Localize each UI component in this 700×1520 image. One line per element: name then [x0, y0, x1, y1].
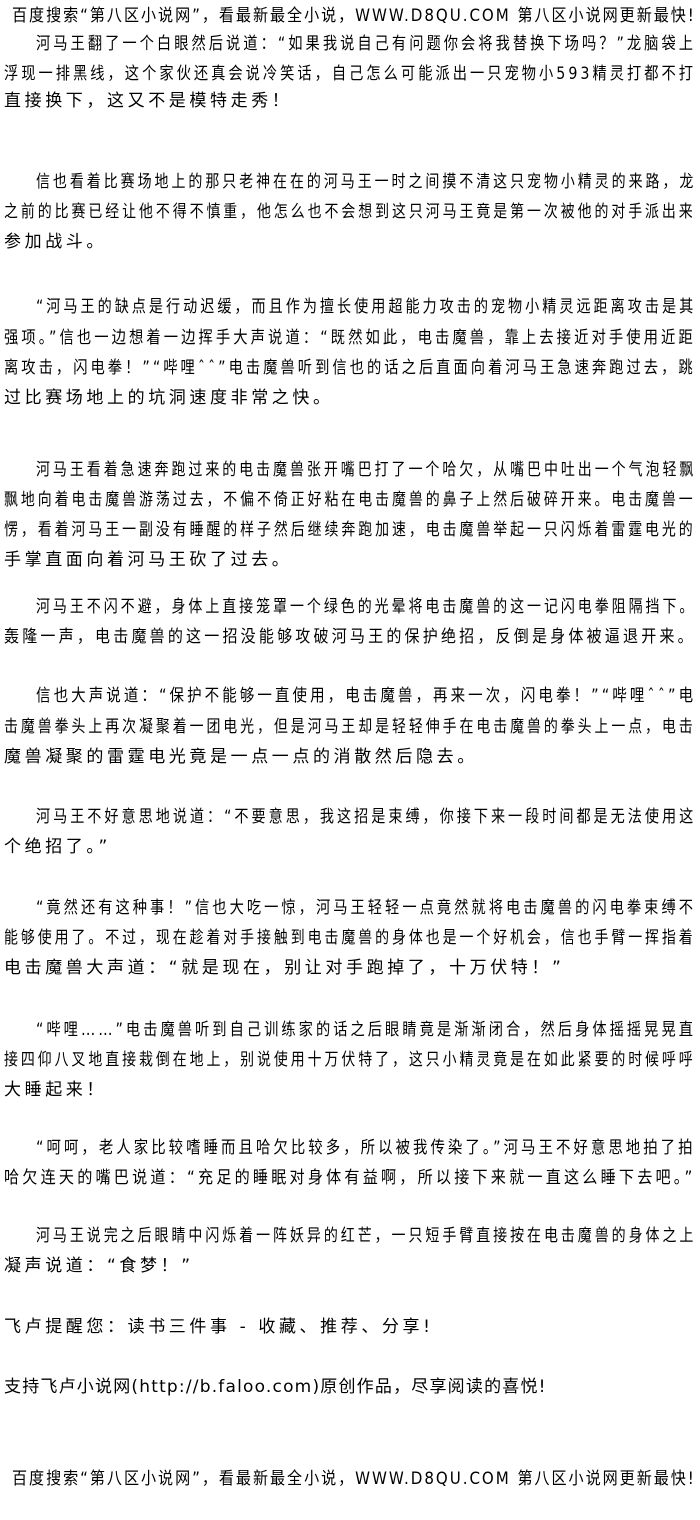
paragraph-line: “竟然还有这种事！”信也大吃一惊，河马王轻轻一点竟然就将电击魔兽的闪电拳束缚不: [36, 898, 697, 918]
paragraph-line: 信也看着比赛场地上的那只老神在在的河马王一时之间摸不清这只宠物小精灵的来路，龙: [36, 172, 697, 192]
paragraph-line: “哔哩……”电击魔兽听到自己训练家的话之后眼睛竟是渐渐闭合，然后身体摇摇晃晃直: [36, 1020, 697, 1040]
paragraph-line: 河马王翻了一个白眼然后说道：“如果我说自己有问题你会将我替换下场吗？”龙脑袋上: [36, 34, 697, 54]
paragraph-line: 浮现一排黑线，这个家伙还真会说冷笑话，自己怎么可能派出一只宠物小593精灵打都不…: [4, 64, 697, 84]
paragraph-line: 之前的比赛已经让他不得不慎重，他怎么也不会想到这只河马王竟是第一次被他的对手派出…: [4, 202, 696, 222]
banner-top: 百度搜索“第八区小说网”，看最新最全小说，WWW.D8QU.COM 第八区小说网…: [12, 6, 696, 26]
paragraph-line: 凝声说道：“食梦！”: [4, 1256, 194, 1276]
paragraph-line: 愣，看着河马王一副没有睡醒的样子然后继续奔跑加速，电击魔兽举起一只闪烁着雷霆电光…: [4, 520, 696, 540]
paragraph-line: 信也大声说道：“保护不能够一直使用，电击魔兽，再来一次，闪电拳！”“哔哩ˆˆ”电: [36, 686, 697, 706]
paragraph-line: 飘地向着电击魔兽游荡过去，不偏不倚正好粘在电击魔兽的鼻子上然后破碎开来。电击魔兽…: [4, 490, 696, 510]
paragraph-line: 河马王不好意思地说道：“不要意思，我这招是束缚，你接下来一段时间都是无法使用这: [36, 807, 697, 827]
paragraph-line: 离攻击，闪电拳！”“哔哩ˆˆ”电击魔兽听到信也的话之后直面向着河马王急速奔跑过去…: [4, 358, 696, 378]
paragraph-line: 能够使用了。不过，现在趁着对手接触到电击魔兽的身体也是一个好机会，信也手臂一挥指…: [4, 928, 696, 948]
paragraph-line: 强项。”信也一边想着一边挥手大声说道：“既然如此，电击魔兽，靠上去接近对手使用近…: [4, 328, 696, 348]
paragraph-line: 击魔兽拳头上再次凝聚着一团电光，但是河马王却是轻轻伸手在电击魔兽的拳头上一点，电…: [4, 717, 696, 737]
paragraph-line: 过比赛场地上的坑洞速度非常之快。: [4, 388, 334, 408]
paragraph-line: “呵呵，老人家比较嗜睡而且哈欠比较多，所以被我传染了。”河马王不好意思地拍了拍: [36, 1138, 696, 1158]
paragraph-line: 魔兽凝聚的雷霆电光竟是一点一点的消散然后隐去。: [4, 747, 478, 767]
paragraph-line: 河马王看着急速奔跑过来的电击魔兽张开嘴巴打了一个哈欠，从嘴巴中吐出一个气泡轻飘: [36, 460, 697, 480]
paragraph-line: 大睡起来！: [4, 1080, 107, 1100]
paragraph-line: 手掌直面向着河马王砍了过去。: [4, 550, 293, 570]
paragraph-line: “河马王的缺点是行动迟缓，而且作为擅长使用超能力攻击的宠物小精灵远距离攻击是其: [36, 297, 697, 317]
paragraph-line: 参加战斗。: [4, 232, 107, 252]
paragraph-line: 轰隆一声，电击魔兽的这一招没能够攻破河马王的保护绝招，反倒是身体被逼退开来。: [4, 627, 696, 647]
banner-bottom: 百度搜索“第八区小说网”，看最新最全小说，WWW.D8QU.COM 第八区小说网…: [12, 1469, 696, 1489]
paragraph-line: 哈欠连天的嘴巴说道：“充足的睡眠对身体有益啊，所以接下来就一直这么睡下去吧。”: [4, 1168, 696, 1188]
paragraph-line: 河马王说完之后眼睛中闪烁着一阵妖异的红芒，一只短手臂直接按在电击魔兽的身体之上: [36, 1226, 697, 1246]
paragraph-line: 河马王不闪不避，身体上直接笼罩一个绿色的光晕将电击魔兽的这一记闪电拳阻隔挡下。: [36, 597, 697, 617]
paragraph-line: 接四仰八叉地直接栽倒在地上，别说使用十万伏特了，这只小精灵竟是在如此紧要的时候呼…: [4, 1050, 696, 1070]
paragraph-line: 电击魔兽大声道：“就是现在，别让对手跑掉了，十万伏特！”: [4, 958, 565, 978]
paragraph-line: 个绝招了。”: [4, 837, 111, 857]
notice-text: 飞卢提醒您：读书三件事 - 收藏、推荐、分享!: [4, 1317, 434, 1337]
support-text: 支持飞卢小说网(http://b.faloo.com)原创作品，尽享阅读的喜悦!: [4, 1377, 547, 1397]
paragraph-line: 直接换下，这又不是模特走秀！: [4, 91, 293, 111]
